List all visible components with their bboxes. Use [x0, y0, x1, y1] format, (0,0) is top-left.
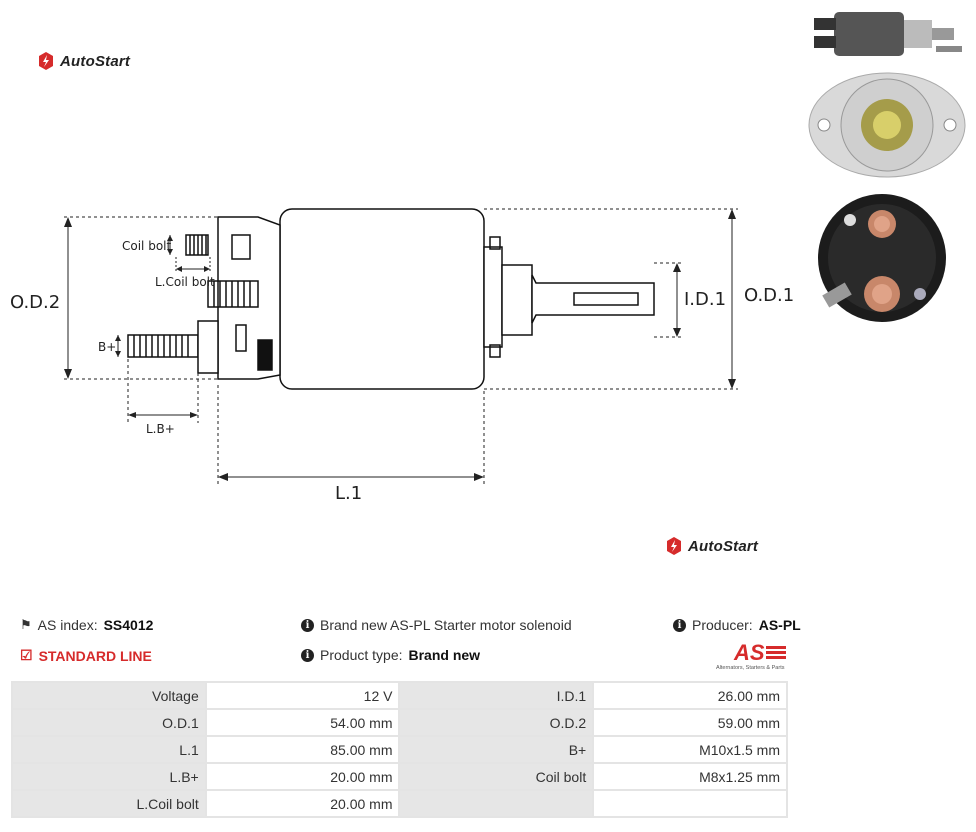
- standard-line-badge: ☑ STANDARD LINE: [20, 647, 152, 664]
- solenoid-side-photo: [806, 6, 968, 64]
- spec-value: [592, 789, 788, 818]
- as-index: ⚑ AS index: SS4012: [20, 617, 153, 633]
- spec-value: M8x1.25 mm: [592, 762, 788, 791]
- spec-value: 26.00 mm: [592, 681, 788, 710]
- solenoid-terminal-photo: [806, 190, 968, 330]
- table-row: L.Coil bolt 20.00 mm: [11, 789, 788, 818]
- as-pl-logo-caption: Alternators, Starters & Parts: [716, 665, 785, 671]
- as-index-value: SS4012: [103, 617, 154, 633]
- lb-label: L.B+: [146, 422, 175, 436]
- spec-value: M10x1.5 mm: [592, 735, 788, 764]
- spec-label: Voltage: [11, 681, 207, 710]
- producer-value: AS-PL: [758, 617, 801, 633]
- standard-line-text: STANDARD LINE: [38, 647, 152, 664]
- spec-value: 12 V: [204, 681, 401, 710]
- l1-label: L.1: [335, 483, 362, 504]
- spec-value: 85.00 mm: [204, 735, 401, 764]
- spec-label: O.D.1: [11, 708, 207, 737]
- spec-label: L.1: [11, 735, 207, 764]
- spec-label: L.Coil bolt: [11, 789, 207, 818]
- autostart-logo: AutoStart: [36, 51, 130, 71]
- autostart-mark-icon: [667, 537, 681, 555]
- info-icon: i: [301, 618, 314, 632]
- description-text: Brand new AS-PL Starter motor solenoid: [320, 617, 572, 633]
- solenoid-technical-drawing: O.D.2 O.D.1 I.D.1 L.1 L.B+ B+ Coil bolt …: [10, 208, 794, 504]
- spec-label: [398, 789, 595, 818]
- spec-label: Coil bolt: [398, 762, 595, 791]
- autostart-logo-text: AutoStart: [688, 537, 759, 555]
- spec-label: L.B+: [11, 762, 207, 791]
- od2-label: O.D.2: [10, 292, 60, 313]
- table-row: L.B+ 20.00 mm Coil bolt M8x1.25 mm: [11, 762, 788, 791]
- table-row: O.D.1 54.00 mm O.D.2 59.00 mm: [11, 708, 788, 737]
- autostart-logo-secondary: AutoStart: [664, 536, 758, 556]
- spec-value: 20.00 mm: [204, 762, 401, 791]
- producer-label: Producer:: [692, 617, 753, 633]
- spec-label: I.D.1: [398, 681, 595, 710]
- od1-label: O.D.1: [744, 285, 794, 306]
- spec-value: 20.00 mm: [204, 789, 401, 818]
- info-icon: i: [301, 648, 314, 662]
- table-row: L.1 85.00 mm B+ M10x1.5 mm: [11, 735, 788, 764]
- coil-bolt-label: Coil bolt: [122, 239, 171, 253]
- spec-value: 59.00 mm: [592, 708, 788, 737]
- bplus-label: B+: [98, 340, 116, 354]
- spec-value: 54.00 mm: [204, 708, 401, 737]
- solenoid-flange-photo: [806, 66, 968, 184]
- product-type: i Product type: Brand new: [301, 647, 480, 663]
- product-type-label: Product type:: [320, 647, 403, 663]
- info-icon: i: [673, 618, 686, 632]
- checkbox-icon: ☑: [20, 647, 33, 663]
- autostart-mark-icon: [39, 52, 53, 70]
- specifications-table: Voltage 12 V I.D.1 26.00 mm O.D.1 54.00 …: [11, 681, 788, 818]
- product-description: i Brand new AS-PL Starter motor solenoid: [301, 617, 572, 633]
- autostart-logo-text: AutoStart: [60, 52, 131, 70]
- as-pl-logo: AS Alternators, Starters & Parts: [716, 640, 786, 671]
- id1-label: I.D.1: [684, 289, 726, 310]
- as-index-label: AS index:: [37, 617, 98, 633]
- spec-label: O.D.2: [398, 708, 595, 737]
- spec-label: B+: [398, 735, 595, 764]
- producer: i Producer: AS-PL: [673, 617, 801, 633]
- table-row: Voltage 12 V I.D.1 26.00 mm: [11, 681, 788, 710]
- tag-icon: ⚑: [20, 617, 32, 632]
- as-pl-logo-text: AS: [733, 640, 765, 665]
- product-type-value: Brand new: [408, 647, 481, 663]
- l-coil-bolt-label: L.Coil bolt: [155, 275, 215, 289]
